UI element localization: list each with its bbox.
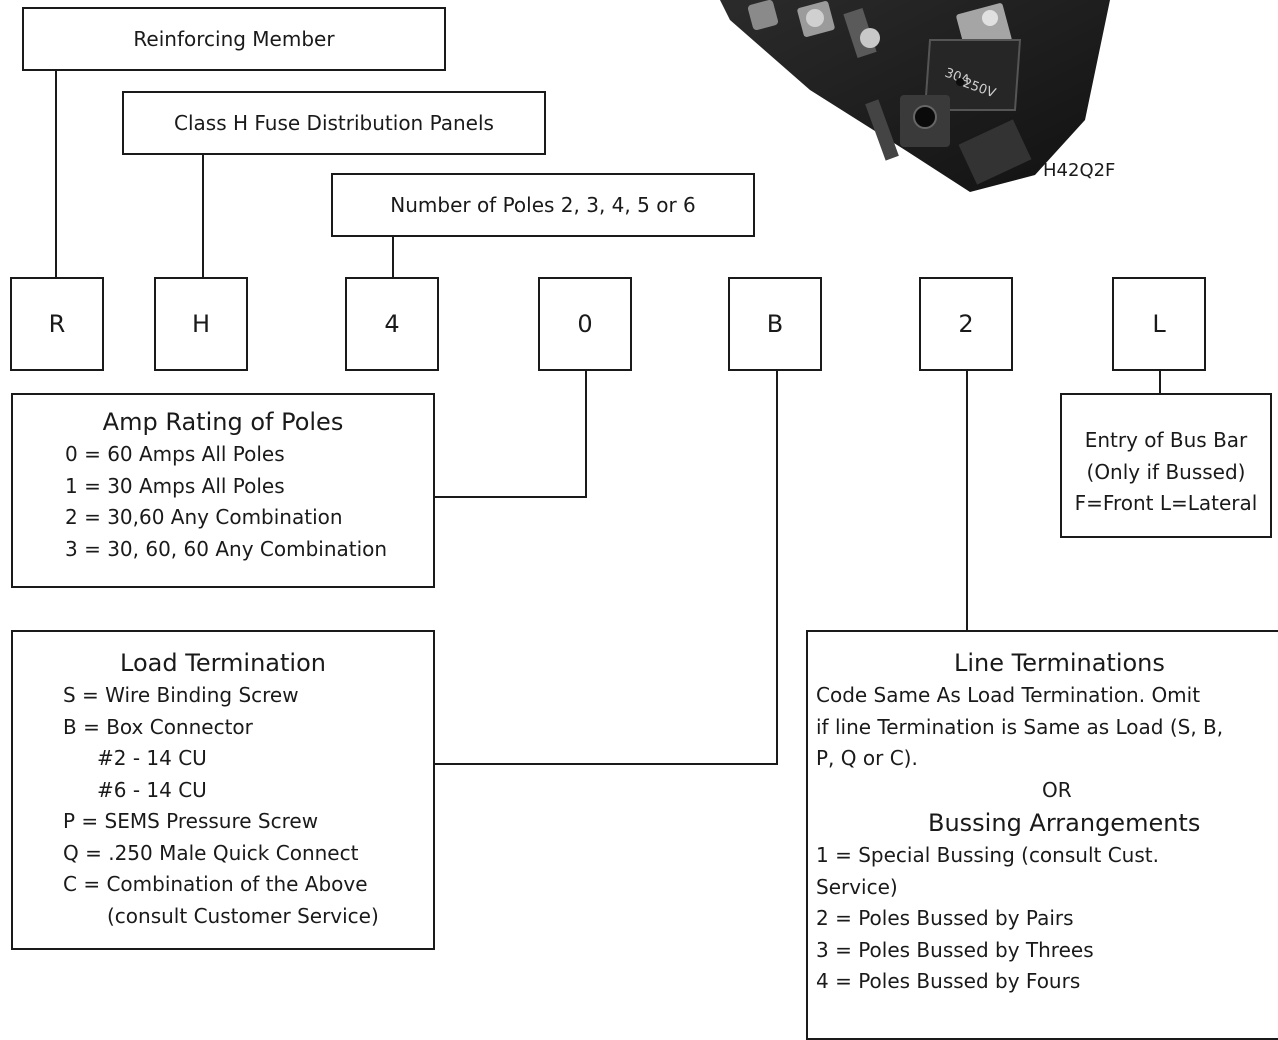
code-char-r: R xyxy=(10,277,104,371)
amp-rating-item: 3 = 30, 60, 60 Any Combination xyxy=(65,536,388,561)
code-char-poles: 4 xyxy=(345,277,439,371)
connector-amp-horizontal xyxy=(433,496,587,498)
load-termination-item: S = Wire Binding Screw xyxy=(63,683,299,707)
connector-class-h xyxy=(202,154,204,278)
bussing-item: 4 = Poles Bussed by Fours xyxy=(816,969,1081,993)
line-terminations-para: P, Q or C). xyxy=(816,746,918,770)
connector-load-vertical xyxy=(776,370,778,765)
amp-rating-item: 2 = 30,60 Any Combination xyxy=(65,505,343,529)
connector-amp-vertical xyxy=(585,370,587,498)
code-char-amp: 0 xyxy=(538,277,632,371)
line-terminations-para: if line Termination is Same as Load (S, … xyxy=(816,714,1224,739)
load-termination-item: C = Combination of the Above xyxy=(63,872,368,896)
bus-entry-box: Entry of Bus Bar (Only if Bussed) F=Fron… xyxy=(1060,393,1272,538)
bussing-item: 2 = Poles Bussed by Pairs xyxy=(816,906,1074,930)
product-photo: 30A 250V xyxy=(720,0,1110,192)
photo-caption: H42Q2F xyxy=(1043,160,1116,181)
load-termination-item: B = Box Connector xyxy=(63,714,253,739)
load-termination-title: Load Termination xyxy=(120,649,326,677)
load-termination-item: Q = .250 Male Quick Connect xyxy=(63,840,359,865)
bussing-item: 3 = Poles Bussed by Threes xyxy=(816,937,1094,962)
load-termination-box: Load Termination S = Wire Binding Screw … xyxy=(11,630,435,950)
load-termination-subitem: (consult Customer Service) xyxy=(107,903,379,928)
bussing-item: 1 = Special Bussing (consult Cust. xyxy=(816,843,1159,867)
code-char-h: H xyxy=(154,277,248,371)
connector-bus-entry xyxy=(1159,370,1161,395)
load-termination-item: P = SEMS Pressure Screw xyxy=(63,809,319,833)
number-of-poles-label: Number of Poles 2, 3, 4, 5 or 6 xyxy=(390,193,696,217)
reinforcing-member-label: Reinforcing Member xyxy=(133,27,335,51)
bussing-arrangements-title: Bussing Arrangements xyxy=(928,809,1201,837)
connector-poles xyxy=(392,235,394,278)
load-termination-subitem: #6 - 14 CU xyxy=(97,777,207,802)
code-char-load: B xyxy=(728,277,822,371)
load-termination-subitem: #2 - 14 CU xyxy=(97,746,207,770)
class-h-box: Class H Fuse Distribution Panels xyxy=(122,91,546,155)
amp-rating-item: 1 = 30 Amps All Poles xyxy=(65,473,285,498)
line-terminations-box: Line Terminations Code Same As Load Term… xyxy=(806,630,1278,1040)
bus-entry-line: (Only if Bussed) xyxy=(1086,459,1246,484)
bus-entry-line: Entry of Bus Bar xyxy=(1084,428,1248,452)
code-char-bus-entry: L xyxy=(1112,277,1206,371)
line-terminations-or: OR xyxy=(1042,777,1072,802)
number-of-poles-box: Number of Poles 2, 3, 4, 5 or 6 xyxy=(331,173,755,237)
connector-reinforcing xyxy=(55,70,57,278)
amp-rating-item: 0 = 60 Amps All Poles xyxy=(65,442,285,466)
code-char-line: 2 xyxy=(919,277,1013,371)
line-terminations-para: Code Same As Load Termination. Omit xyxy=(816,683,1201,707)
bussing-item: Service) xyxy=(816,874,898,899)
reinforcing-member-box: Reinforcing Member xyxy=(22,7,446,71)
bus-entry-line: F=Front L=Lateral xyxy=(1074,491,1258,515)
line-terminations-title: Line Terminations xyxy=(954,649,1165,677)
amp-rating-box: Amp Rating of Poles 0 = 60 Amps All Pole… xyxy=(11,393,435,588)
connector-line-term xyxy=(966,370,968,630)
connector-load-horizontal xyxy=(433,763,778,765)
amp-rating-title: Amp Rating of Poles xyxy=(102,408,344,436)
class-h-label: Class H Fuse Distribution Panels xyxy=(174,111,494,135)
